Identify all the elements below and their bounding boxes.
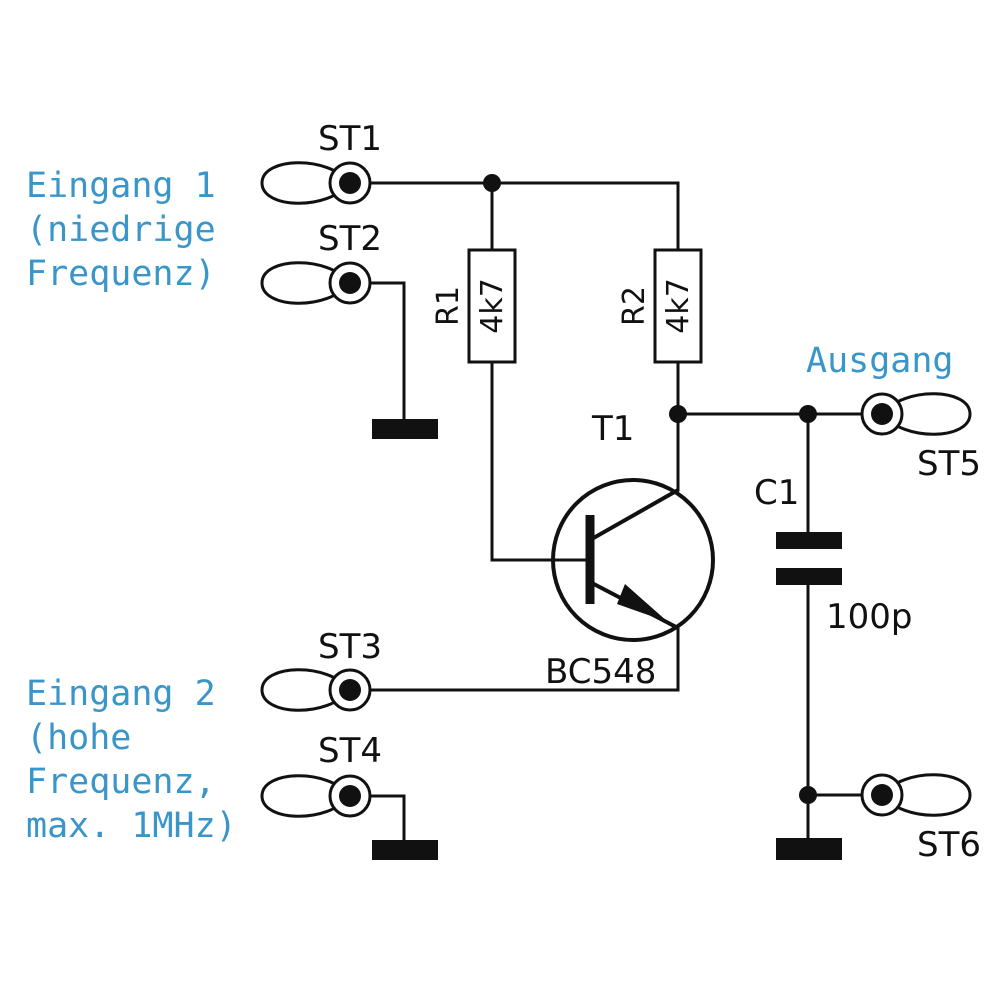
terminal-st1 (260, 161, 372, 205)
input1-line-1: Eingang 1 (26, 166, 216, 206)
resistor-r2: 4k7 R2 (617, 248, 703, 364)
junction-dot-output (799, 405, 817, 423)
input1-label: Eingang 1 (niedrige Frequenz) (26, 166, 216, 294)
input1-line-3: Frequenz) (26, 254, 216, 294)
resistor-r2-value: 4k7 (661, 278, 696, 334)
terminal-st5 (860, 392, 972, 436)
input2-line-2: (hohe (26, 718, 131, 758)
resistor-r1-ref: R1 (431, 286, 466, 326)
wire-st2-ground (368, 281, 406, 422)
capacitor-c1 (776, 532, 842, 585)
input2-line-3: Frequenz, (26, 762, 216, 802)
label-st6: ST6 (917, 825, 981, 865)
transistor-part: BC548 (545, 652, 656, 692)
transistor-t1 (551, 478, 715, 642)
input1-line-2: (niedrige (26, 210, 216, 250)
emitter-arrow-icon (617, 584, 668, 622)
transistor-collector-lead (589, 488, 679, 542)
junction-dot-st6 (799, 786, 817, 804)
terminal-st4 (260, 774, 372, 818)
label-st1: ST1 (318, 119, 382, 159)
terminal-st3 (260, 668, 372, 712)
terminal-st2 (260, 261, 372, 305)
ground-symbol-c1 (776, 838, 842, 860)
ground-symbol-st2 (372, 419, 438, 439)
label-st3: ST3 (318, 627, 382, 667)
label-st4: ST4 (318, 731, 382, 771)
wire-st4-ground (368, 794, 406, 842)
resistor-r1: 4k7 R1 (431, 248, 517, 364)
capacitor-ref: C1 (754, 473, 799, 513)
transistor-ref: T1 (591, 409, 634, 449)
junction-dot-top (483, 174, 501, 192)
input2-line-1: Eingang 2 (26, 674, 216, 714)
capacitor-value: 100p (826, 597, 912, 637)
resistor-r2-ref: R2 (617, 286, 652, 326)
label-st2: ST2 (318, 219, 382, 259)
junction-dot-collector (669, 405, 687, 423)
input2-label: Eingang 2 (hohe Frequenz, max. 1MHz) (26, 674, 237, 846)
output-label: Ausgang (806, 341, 954, 381)
resistor-r1-value: 4k7 (475, 278, 510, 334)
input2-line-4: max. 1MHz) (26, 806, 237, 846)
label-st5: ST5 (917, 444, 981, 484)
wire-emitter-st3 (368, 626, 680, 692)
ground-symbol-st4 (372, 840, 438, 860)
terminal-st6 (860, 773, 972, 817)
